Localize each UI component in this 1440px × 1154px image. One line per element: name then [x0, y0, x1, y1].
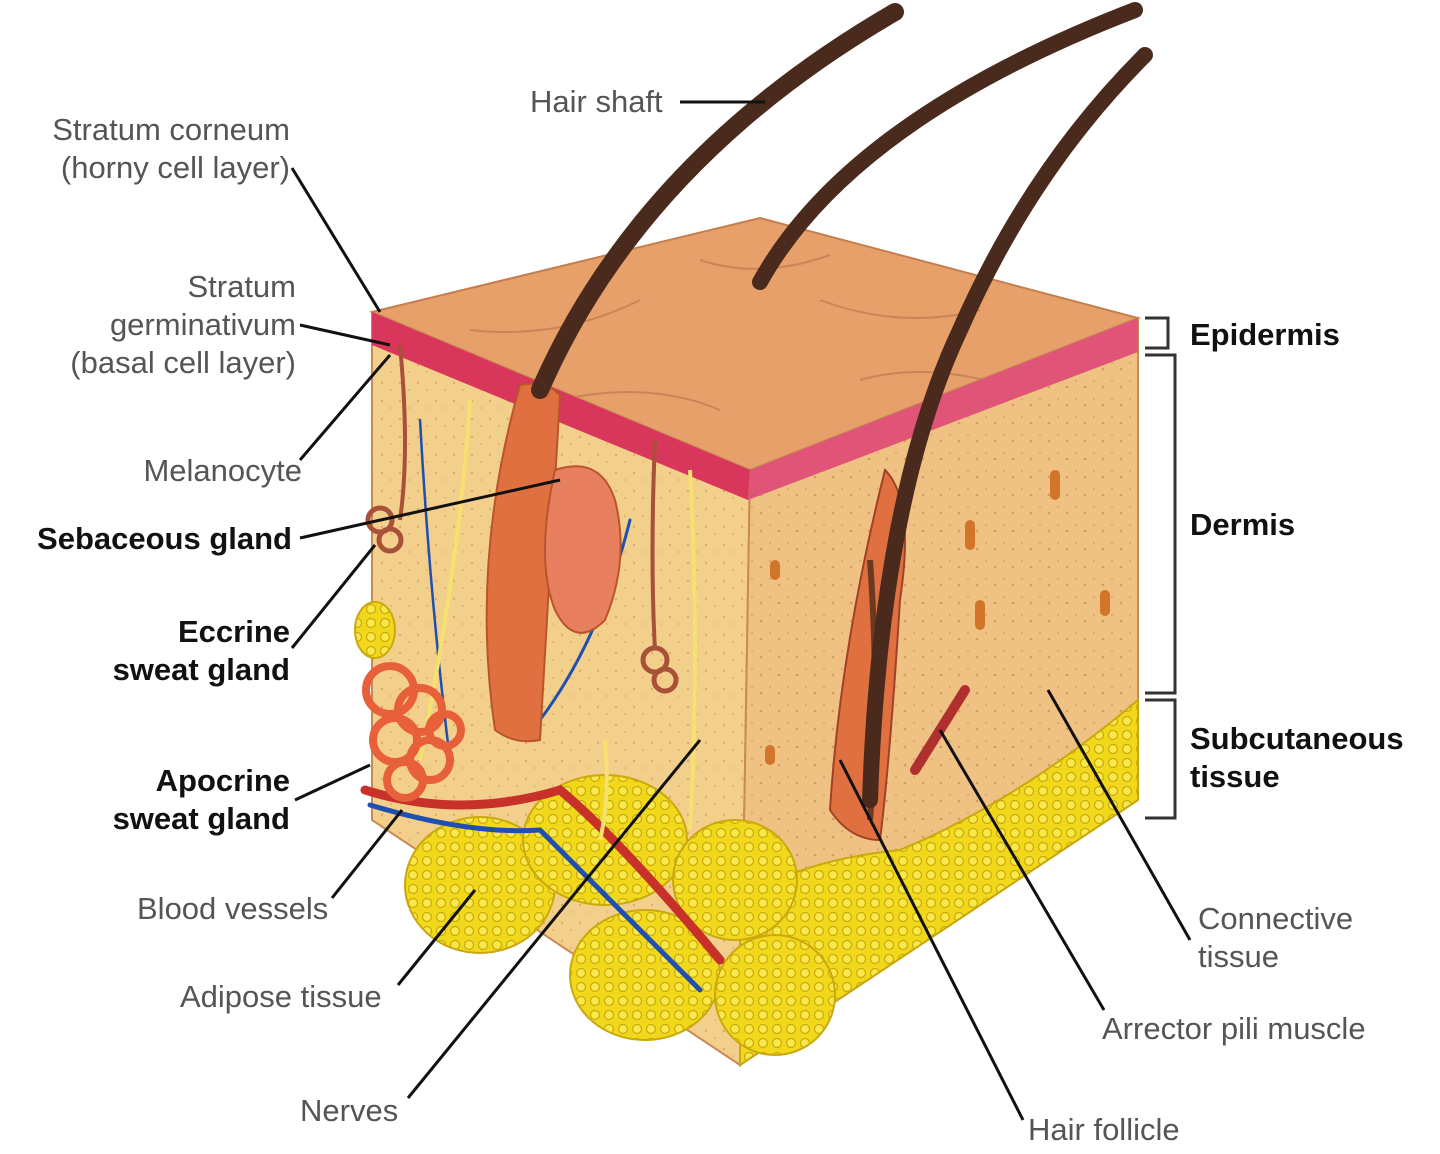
label-hair-shaft: Hair shaft — [530, 84, 663, 119]
nerves-illustration — [418, 399, 697, 841]
label-stratum-corneum: Stratum corneum (horny cell layer) — [24, 111, 290, 187]
label-sebaceous-gland: Sebaceous gland — [37, 521, 292, 556]
label-apocrine-sweat-gland: Apocrine sweat gland — [24, 762, 290, 838]
label-adipose-tissue: Adipose tissue — [180, 979, 382, 1014]
surface-creases — [469, 254, 1021, 411]
hair-shafts — [531, 2, 1153, 808]
label-hair-follicle: Hair follicle — [1028, 1112, 1180, 1147]
dermis-cells — [765, 470, 1110, 765]
leader-lines — [290, 100, 1192, 1121]
label-connective-tissue: Connective tissue — [1198, 900, 1353, 976]
label-nerves: Nerves — [300, 1093, 399, 1128]
label-subcutaneous-tissue: Subcutaneous tissue — [1190, 720, 1404, 796]
label-stratum-corneum-line1: Stratum corneum — [52, 112, 290, 147]
label-epidermis: Epidermis — [1190, 317, 1340, 352]
label-eccrine-sweat-gland: Eccrine sweat gland — [24, 613, 290, 689]
label-blood-vessels: Blood vessels — [137, 891, 329, 926]
label-subcutaneous-line1: Subcutaneous — [1190, 721, 1404, 756]
label-stratum-germinativum: Stratum germinativum (basal cell layer) — [24, 268, 296, 382]
label-eccrine-line2: sweat gland — [112, 652, 290, 687]
sweat-glands — [362, 662, 465, 802]
label-arrector-pili-muscle: Arrector pili muscle — [1102, 1011, 1366, 1046]
eccrine-coil — [365, 505, 679, 694]
label-stratum-corneum-line2: (horny cell layer) — [60, 150, 290, 185]
label-connective-line1: Connective — [1198, 901, 1354, 936]
label-stratum-germinativum-line1: Stratum — [187, 269, 296, 304]
label-connective-line2: tissue — [1198, 939, 1279, 974]
duct-lines — [398, 344, 657, 651]
label-eccrine-line1: Eccrine — [177, 614, 290, 649]
layer-brackets — [1145, 316, 1177, 820]
label-apocrine-line1: Apocrine — [155, 763, 290, 798]
epidermis-band-side — [748, 318, 1138, 500]
label-dermis: Dermis — [1190, 507, 1296, 542]
label-stratum-germinativum-line3: (basal cell layer) — [70, 345, 296, 380]
label-stratum-germinativum-line2: germinativum — [109, 307, 296, 342]
label-apocrine-line2: sweat gland — [112, 801, 290, 836]
label-subcutaneous-line2: tissue — [1190, 759, 1280, 794]
label-melanocyte: Melanocyte — [143, 453, 302, 488]
sebaceous-gland-shape — [544, 465, 622, 634]
